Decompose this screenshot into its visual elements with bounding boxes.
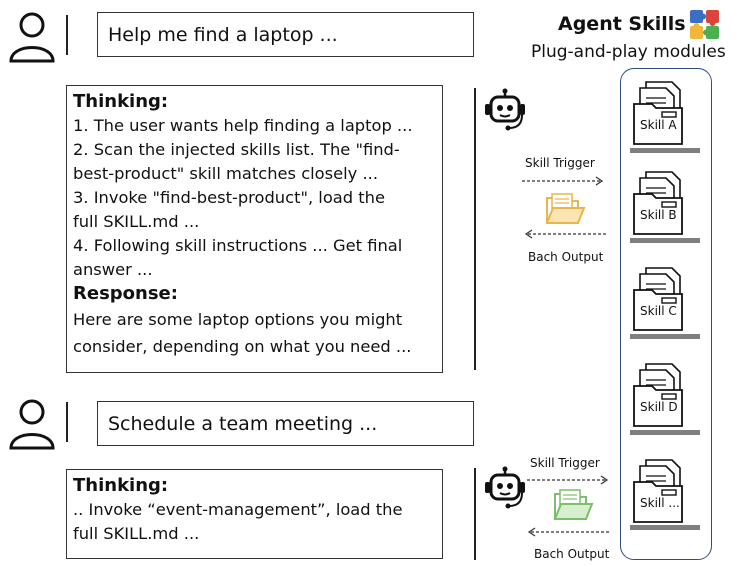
agent-skills-title: Agent Skills (558, 13, 686, 35)
thinking-line: full SKILL.md ... (73, 524, 200, 543)
skills-panel (620, 68, 712, 560)
response-title: Response: (73, 283, 178, 304)
separator-bar (474, 88, 476, 370)
thinking-line: 4. Following skill instructions ... Get … (73, 236, 403, 255)
robot-headset-icon (485, 466, 525, 509)
robot-headset-icon (485, 88, 525, 131)
thinking-line: full SKILL.md ... (73, 212, 200, 231)
thinking-line: best-product" skill matches closely ... (73, 164, 378, 183)
skill-a-cabinet: Skill A (632, 76, 692, 146)
skill-c-cabinet: Skill C (632, 262, 692, 332)
skill-shelf (630, 334, 700, 339)
filing-cabinet-icon (633, 363, 683, 427)
skill-trigger-label: Skill Trigger (530, 456, 600, 470)
thinking-line: answer ... (73, 260, 153, 279)
bach-output-label: Bach Output (534, 547, 610, 561)
user-icon (9, 12, 55, 63)
separator-bar (474, 468, 476, 560)
filing-cabinet-icon (633, 267, 683, 331)
agent-skills-subtitle: Plug-and-play modules (531, 42, 726, 62)
user-query-text: Help me find a laptop ... (108, 23, 338, 46)
trigger-arrow (522, 176, 604, 186)
open-folder-icon (545, 193, 586, 224)
skill-shelf (630, 238, 700, 243)
thinking-line: 1. The user wants help finding a laptop … (73, 116, 413, 135)
user-icon (9, 399, 55, 450)
open-folder-icon (553, 489, 594, 520)
user-query-text: Schedule a team meeting ... (108, 412, 378, 435)
filing-cabinet-icon (633, 81, 683, 145)
output-arrow (527, 527, 609, 537)
separator-bar (66, 402, 68, 442)
filing-cabinet-icon (633, 459, 683, 523)
user-query-box: Schedule a team meeting ... (97, 401, 474, 446)
skill-b-cabinet: Skill B (632, 166, 692, 236)
thinking-line: 2. Scan the injected skills list. The "f… (73, 140, 400, 159)
thinking-response-box: Thinking: 1. The user wants help finding… (66, 85, 443, 373)
skill-more-cabinet: Skill ... (632, 454, 692, 524)
skill-label: Skill ... (640, 496, 680, 510)
skill-shelf (630, 148, 700, 153)
skill-shelf (630, 525, 700, 530)
skill-label: Skill A (640, 118, 677, 132)
skill-shelf (630, 430, 700, 435)
bach-output-label: Bach Output (528, 250, 604, 264)
output-arrow (524, 229, 606, 239)
skill-label: Skill D (640, 400, 678, 414)
skill-label: Skill C (640, 304, 677, 318)
separator-bar (66, 15, 68, 55)
response-line: consider, depending on what you need ... (73, 337, 412, 356)
thinking-line: 3. Invoke "find-best-product", load the (73, 188, 385, 207)
thinking-box: Thinking: .. Invoke “event-management”, … (66, 469, 443, 559)
trigger-arrow (527, 475, 609, 485)
filing-cabinet-icon (633, 171, 683, 235)
skill-label: Skill B (640, 208, 677, 222)
thinking-title: Thinking: (73, 475, 169, 496)
skill-trigger-label: Skill Trigger (525, 156, 595, 170)
skill-d-cabinet: Skill D (632, 358, 692, 428)
thinking-title: Thinking: (73, 91, 169, 112)
user-query-box: Help me find a laptop ... (97, 12, 474, 57)
response-line: Here are some laptop options you might (73, 310, 403, 329)
puzzle-pieces-icon (690, 10, 719, 39)
thinking-line: .. Invoke “event-management”, load the (73, 500, 403, 519)
